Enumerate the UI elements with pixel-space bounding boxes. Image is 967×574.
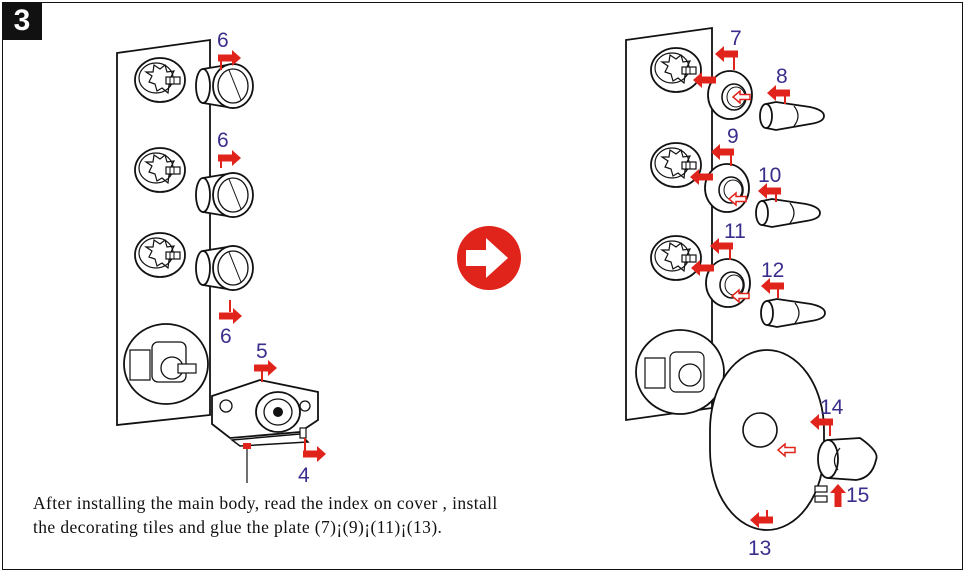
label-7: 7 [730, 27, 742, 50]
label-12: 12 [761, 259, 784, 282]
arrow-12 [761, 278, 784, 298]
right-diverter-valve-bottom [650, 235, 702, 281]
label-11: 11 [724, 220, 746, 243]
label-6-middle: 6 [217, 129, 229, 152]
label-6-bottom: 6 [220, 325, 232, 348]
handle-8 [759, 101, 825, 131]
label-8: 8 [776, 65, 788, 88]
caption-line-2: the decorating tiles and glue the plate … [33, 517, 443, 537]
label-13: 13 [748, 537, 771, 560]
label-10: 10 [758, 164, 781, 187]
decorative-ring-9 [704, 163, 750, 213]
cartridge-cover-housing [211, 379, 319, 483]
main-handle-14 [817, 437, 878, 481]
right-mixing-valve-body [635, 329, 725, 415]
label-9: 9 [727, 125, 739, 148]
arrow-14 [810, 414, 833, 436]
instruction-caption: After installing the main body, read the… [33, 491, 653, 539]
arrow-11 [710, 238, 733, 260]
arrow-13 [750, 510, 773, 528]
arrow-8 [767, 85, 790, 104]
label-6-top: 6 [217, 29, 229, 52]
arrow-4 [303, 438, 326, 462]
arrow-5 [254, 360, 277, 382]
arrow-10 [758, 183, 781, 202]
arrow-15 [830, 484, 846, 507]
label-14: 14 [820, 396, 844, 419]
arrow-6-middle [218, 150, 241, 168]
arrow-7 [715, 46, 738, 70]
set-screw-15 [814, 485, 828, 503]
arrow-6-top [218, 50, 241, 70]
left-mixing-valve-body [123, 323, 209, 405]
right-diverter-valve-middle [650, 142, 702, 188]
label-15: 15 [846, 484, 869, 507]
handle-10 [755, 198, 821, 228]
transition-arrow-icon [457, 226, 521, 290]
label-4: 4 [298, 464, 310, 487]
handle-12 [760, 298, 826, 328]
label-5: 5 [256, 340, 268, 363]
right-diverter-valve-top [650, 47, 702, 93]
arrow-9 [711, 144, 734, 166]
arrow-6-bottom [219, 300, 242, 324]
cover-plate-13 [709, 349, 825, 531]
step-number-badge: 3 [2, 2, 42, 40]
caption-line-1: After installing the main body, read the… [33, 493, 498, 513]
